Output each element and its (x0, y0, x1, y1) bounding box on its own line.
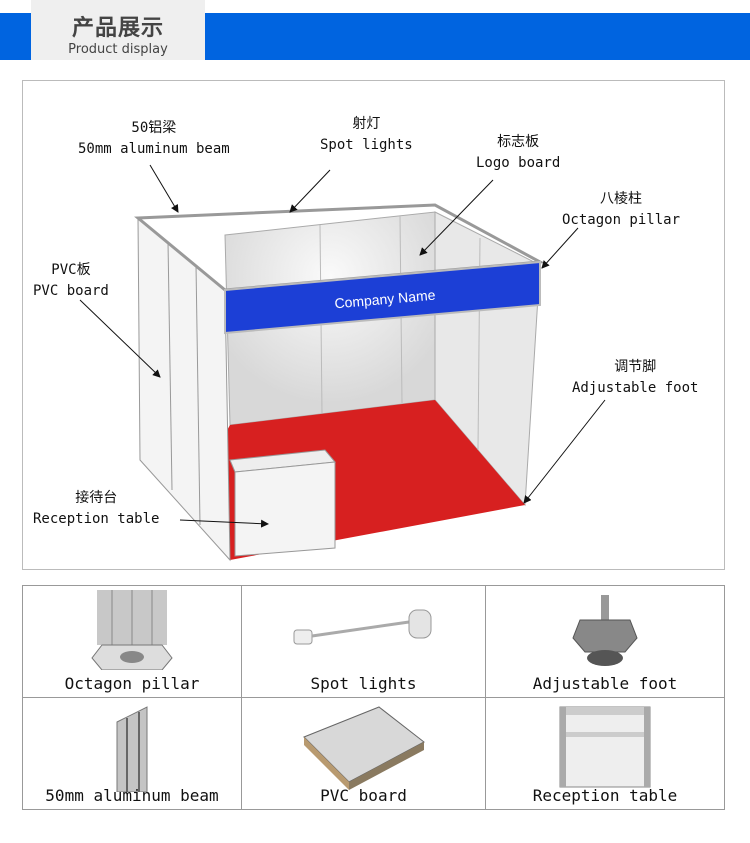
arrow-pvc-board (79, 299, 161, 378)
panel-seam (167, 241, 173, 491)
product-caption: PVC board (320, 786, 407, 805)
product-octagon-pillar: Octagon pillar (23, 586, 242, 698)
label-cn: 八棱柱 (600, 191, 642, 207)
product-caption: Spot lights (310, 674, 417, 693)
adjustable-foot-icon (572, 595, 638, 666)
label-cn: 标志板 (497, 134, 540, 150)
label-logo-board: 标志板 Logo board (476, 132, 560, 174)
section-tab: 产品展示 Product display (31, 0, 205, 60)
product-caption: Adjustable foot (532, 674, 678, 693)
octagon-pillar-icon (91, 590, 173, 670)
product-caption: 50mm aluminum beam (45, 786, 219, 805)
product-caption: Reception table (532, 786, 678, 805)
callout-arrows (79, 164, 606, 528)
arrow-spot-lights (289, 169, 331, 213)
pvc-board-icon (302, 706, 425, 790)
label-en: 50mm aluminum beam (78, 141, 230, 157)
label-en: Spot lights (320, 137, 413, 153)
product-caption: Octagon pillar (64, 674, 200, 693)
section-title-en: Product display (68, 42, 168, 57)
label-en: PVC board (33, 283, 109, 299)
label-octagon-pillar: 八棱柱 Octagon pillar (562, 189, 680, 231)
reception-table-front (234, 461, 336, 557)
product-pvc-board: PVC board (242, 698, 486, 809)
label-reception-table: 接待台 Reception table (33, 488, 159, 530)
reception-table-icon (559, 706, 651, 788)
booth-illustration: Company Name (79, 164, 606, 562)
label-spot-lights: 射灯 Spot lights (320, 114, 413, 156)
label-pvc-board: PVC板 PVC board (33, 260, 109, 302)
arrow-logo-board (419, 179, 494, 256)
panel-seam (195, 264, 201, 526)
label-en: Adjustable foot (572, 380, 699, 396)
product-grid: Octagon pillar Spot lights Adjustable fo… (22, 585, 725, 810)
spot-light-icon (293, 609, 431, 645)
logo-board (224, 260, 541, 335)
arrow-octagon-pillar (541, 227, 579, 269)
label-en: Reception table (33, 511, 160, 527)
aluminum-beam-icon (116, 706, 148, 792)
arrow-aluminum-beam (149, 164, 179, 213)
label-aluminum-beam: 50铝梁 50mm aluminum beam (78, 118, 230, 160)
label-en: Logo board (476, 155, 561, 171)
product-reception-table: Reception table (486, 698, 724, 809)
booth-diagram-frame (22, 80, 725, 570)
label-cn: 接待台 (75, 490, 118, 506)
arrow-reception-table (179, 519, 269, 528)
arrow-adjustable-foot (523, 399, 606, 504)
product-spot-lights: Spot lights (242, 586, 486, 698)
label-cn: 调节脚 (614, 359, 657, 375)
label-cn: 50铝梁 (131, 120, 177, 136)
label-cn: PVC板 (51, 262, 91, 278)
label-cn: 射灯 (352, 116, 381, 132)
label-en: Octagon pillar (562, 212, 681, 228)
product-adjustable-foot: Adjustable foot (486, 586, 724, 698)
product-aluminum-beam: 50mm aluminum beam (23, 698, 242, 809)
section-title-cn: 产品展示 (71, 16, 164, 41)
label-adjustable-foot: 调节脚 Adjustable foot (572, 357, 698, 399)
